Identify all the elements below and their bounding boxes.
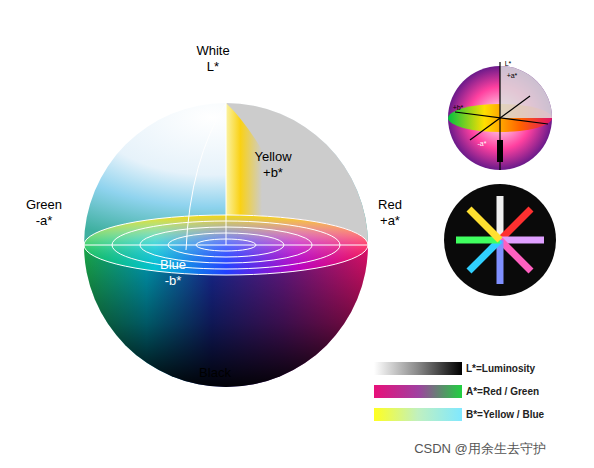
axis-label: +b* xyxy=(263,166,283,180)
axis-label: L* xyxy=(207,60,219,74)
axis-label: Red xyxy=(378,198,402,212)
axis-label: White xyxy=(196,44,229,58)
axis-label: L* xyxy=(505,60,512,68)
axis-label: Green xyxy=(26,198,62,212)
gradient-swatch xyxy=(374,408,462,421)
axis-label: Black xyxy=(199,366,231,380)
axis-label: -a* xyxy=(36,214,53,228)
axis-label: Yellow xyxy=(254,150,291,164)
axis-label: +a* xyxy=(380,214,400,228)
axis-label: +b* xyxy=(453,104,464,112)
gradient-swatch xyxy=(374,362,462,375)
legend-text: A*=Red / Green xyxy=(466,386,539,397)
axis-label: -a* xyxy=(478,140,487,148)
axis-label: Blue xyxy=(160,258,186,272)
axis-label: +a* xyxy=(507,72,518,80)
axis-label: -b* xyxy=(165,274,182,288)
legend-text: B*=Yellow / Blue xyxy=(466,409,544,420)
gradient-swatch xyxy=(374,385,462,398)
watermark: CSDN @用余生去守护 xyxy=(414,442,546,456)
legend-text: L*=Luminosity xyxy=(466,363,535,374)
